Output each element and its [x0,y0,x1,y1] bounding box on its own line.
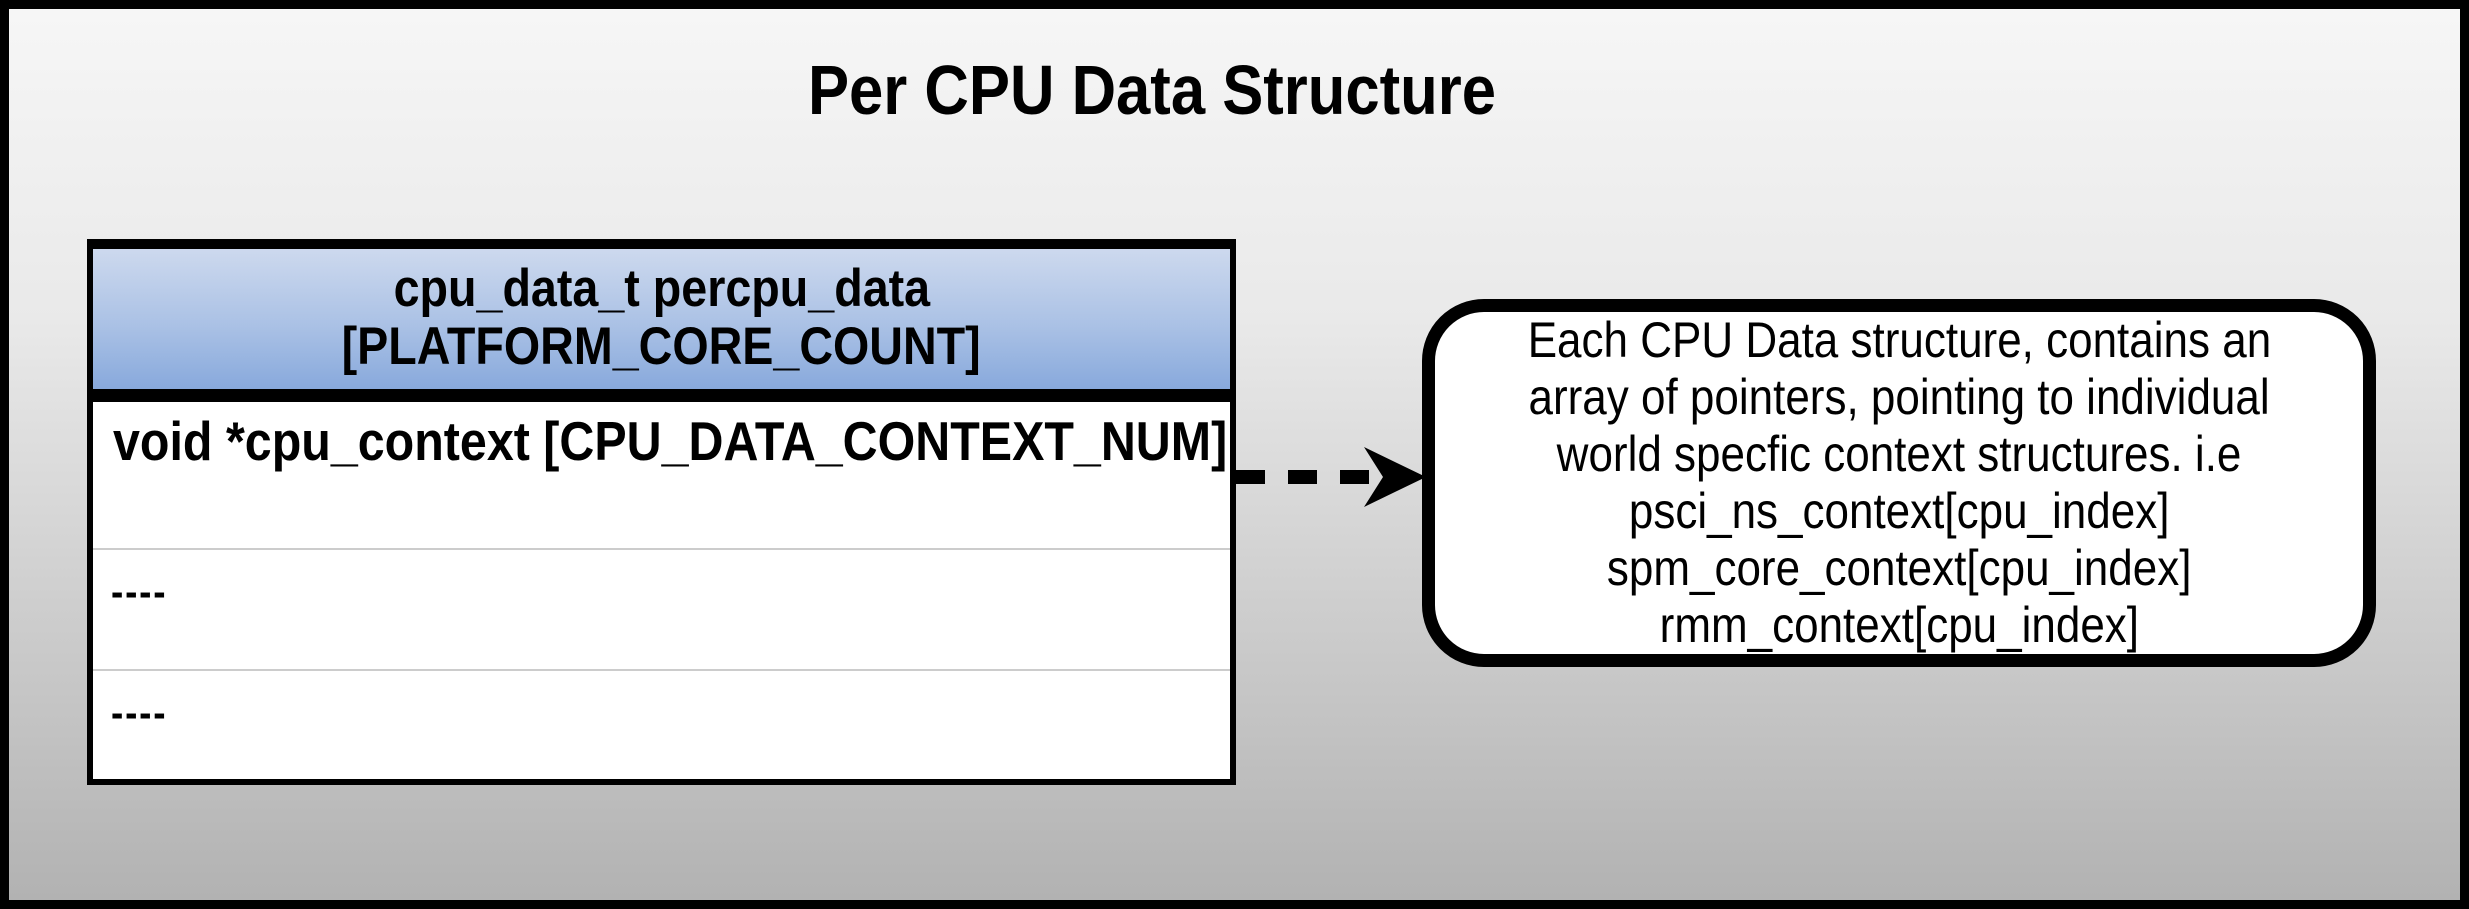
cpu-data-table-header: cpu_data_t percpu_data [PLATFORM_CORE_CO… [93,245,1230,402]
annotation-callout: Each CPU Data structure, contains an arr… [1422,299,2376,667]
table-row-cpu-context-text: void *cpu_context [CPU_DATA_CONTEXT_NUM] [113,410,1228,472]
callout-line-5: spm_core_context[cpu_index] [1606,540,2192,596]
cpu-data-table: cpu_data_t percpu_data [PLATFORM_CORE_CO… [87,239,1236,785]
table-row-placeholder-1-text: ---- [111,568,168,615]
page-title-text: Per CPU Data Structure [807,51,1497,129]
table-row-placeholder-1: ---- [93,548,1230,669]
callout-line-6: rmm_context[cpu_index] [1659,597,2139,653]
callout-line-4: psci_ns_context[cpu_index] [1628,483,2170,539]
table-header-line2: [PLATFORM_CORE_COUNT] [341,317,982,376]
table-header-line1: cpu_data_t percpu_data [393,259,930,318]
table-row-cpu-context: void *cpu_context [CPU_DATA_CONTEXT_NUM] [93,402,1230,548]
callout-line-1: Each CPU Data structure, contains an [1527,312,2271,368]
table-row-placeholder-2-text: ---- [111,689,168,736]
dashed-arrow-icon [1236,447,1426,507]
callout-line-3: world specfic context structures. i.e [1556,426,2242,482]
table-row-placeholder-2: ---- [93,669,1230,788]
callout-line-2: array of pointers, pointing to individua… [1528,369,2270,425]
page-title: Per CPU Data Structure [761,51,1543,129]
